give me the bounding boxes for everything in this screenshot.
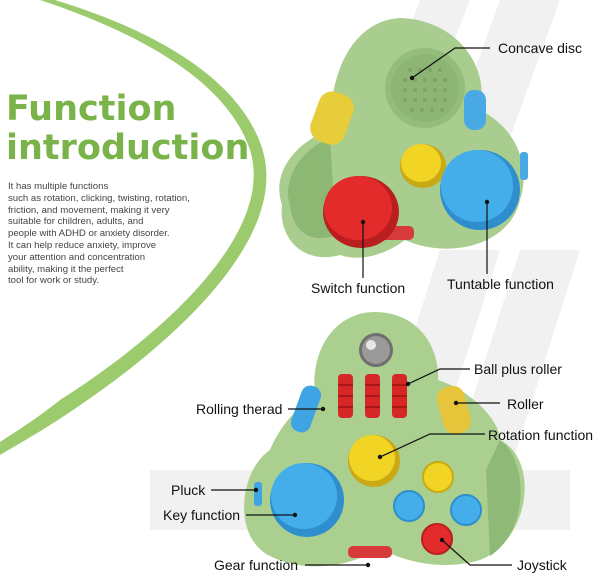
key-button-blue [270, 463, 344, 537]
description-line: tool for work or study. [8, 275, 99, 287]
label-switch-function: Switch function [311, 280, 406, 296]
label-key-function: Key function [163, 507, 241, 523]
rotation-button-yellow [348, 435, 400, 487]
description-line: your attention and concentration [8, 251, 146, 263]
section-title: Function introduction [6, 90, 249, 168]
description-line: such as rotation, clicking, twisting, ro… [8, 192, 190, 204]
switch-button-red [323, 176, 399, 248]
texture-dots [403, 68, 447, 112]
leader-lines-top [362, 47, 490, 278]
description-line: suitable for children, adults, and [8, 216, 144, 228]
leader-lines-bottom [211, 368, 512, 566]
description-line: people with ADHD or anxiety disorder. [8, 228, 170, 240]
label-pluck: Pluck [171, 482, 206, 498]
description-line: friction, and movement, making it very [8, 204, 170, 216]
label-concave-disc: Concave disc [498, 40, 583, 56]
leader-dots-bottom [253, 381, 459, 568]
description-text: It has multiple functions such as rotati… [8, 181, 240, 287]
description-line: ability, making it the perfect [8, 263, 124, 275]
label-ball-plus-roller: Ball plus roller [474, 361, 562, 377]
turntable-button-blue [440, 150, 520, 230]
title-line-2: introduction [6, 128, 250, 168]
label-joystick: Joystick [517, 557, 567, 573]
joystick-pad [393, 461, 482, 555]
rollers [338, 374, 407, 418]
green-curve-band [0, 0, 267, 455]
description-line: It has multiple functions [8, 181, 109, 192]
label-rolling-thread: Rolling therad [196, 401, 283, 417]
label-rotation-function: Rotation function [488, 427, 594, 443]
description-line: It can help reduce anxiety, improve [8, 239, 157, 251]
leader-dots-top [360, 75, 490, 225]
label-gear-function: Gear function [214, 557, 299, 573]
label-roller: Roller [507, 396, 544, 412]
label-turntable-function: Tuntable function [447, 276, 554, 292]
steel-ball [359, 333, 393, 367]
small-button-yellow [400, 144, 446, 188]
title-line-1: Function [6, 89, 177, 129]
